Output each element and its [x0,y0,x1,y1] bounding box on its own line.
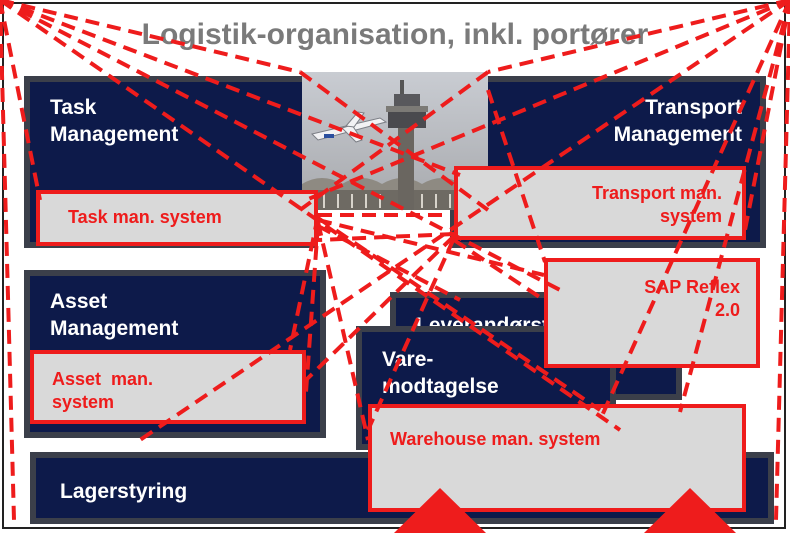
task-management-label: Task Management [50,96,179,147]
warehouse-man-system-label: Warehouse man. system [390,429,601,449]
triangle-marker-left [394,488,486,533]
asset-man-system: Asset man. system [30,350,306,424]
diagram-title: Logistik-organisation, inkl. portører [141,18,649,51]
triangle-marker-right [644,488,736,533]
asset-man-system-label: Asset man. system [52,369,154,413]
lagerstyring-label: Lagerstyring [60,480,188,503]
transport-management-label: Transport Management [613,96,742,147]
task-man-system-label: Task man. system [68,207,222,227]
transport-man-system-label: Transport man. system [591,183,722,227]
warehouse-man-system: Warehouse man. system [368,404,746,512]
asset-management-label: Asset Management [50,290,179,341]
